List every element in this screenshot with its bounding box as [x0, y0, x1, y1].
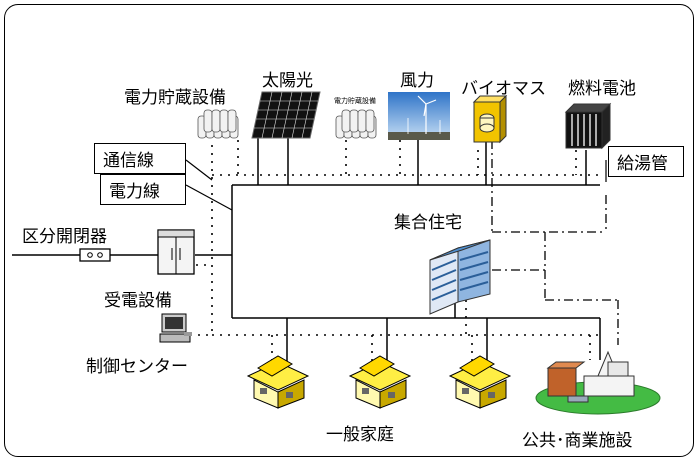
- communication-lines: [190, 140, 600, 365]
- house-icon: [448, 355, 512, 409]
- solar-panel-icon: [251, 91, 321, 139]
- computer-icon: [159, 313, 192, 343]
- commercial-label: 公共･商業施設: [522, 431, 633, 451]
- section-switch-label: 区分開閉器: [22, 227, 107, 247]
- diagram-frame: [4, 4, 694, 457]
- power-storage-small-label: 電力貯蔵設備: [334, 97, 376, 105]
- power-line-label: 電力線: [100, 174, 186, 205]
- fuel-cell-icon: [564, 102, 612, 150]
- control-center-label: 制御センター: [86, 357, 188, 377]
- biomass-icon: [472, 94, 508, 144]
- section-switch-icon: [79, 248, 111, 262]
- label-leaders: [185, 159, 607, 211]
- house-icon: [246, 355, 310, 409]
- substation-label: 受電設備: [104, 291, 172, 311]
- power-storage-icon: [197, 109, 239, 139]
- apartment-building-icon: [429, 239, 491, 315]
- house-icon: [348, 355, 412, 409]
- power-storage-label: 電力貯蔵設備: [124, 88, 226, 108]
- wind-turbine-icon: [388, 92, 450, 140]
- commercial-facility-icon: [535, 350, 661, 415]
- hot-water-pipe-label: 給湯管: [608, 146, 684, 177]
- fuel-cell-label: 燃料電池: [568, 79, 636, 99]
- biomass-label: バイオマス: [461, 79, 546, 99]
- substation-icon: [157, 229, 195, 275]
- hot-water-pipes: [491, 140, 619, 345]
- solar-label: 太陽光: [262, 71, 313, 91]
- homes-label: 一般家庭: [326, 425, 394, 445]
- communication-line-label: 通信線: [94, 143, 186, 174]
- wind-label: 風力: [400, 71, 434, 91]
- power-storage-small-icon: [335, 109, 377, 139]
- apartment-label: 集合住宅: [394, 213, 462, 233]
